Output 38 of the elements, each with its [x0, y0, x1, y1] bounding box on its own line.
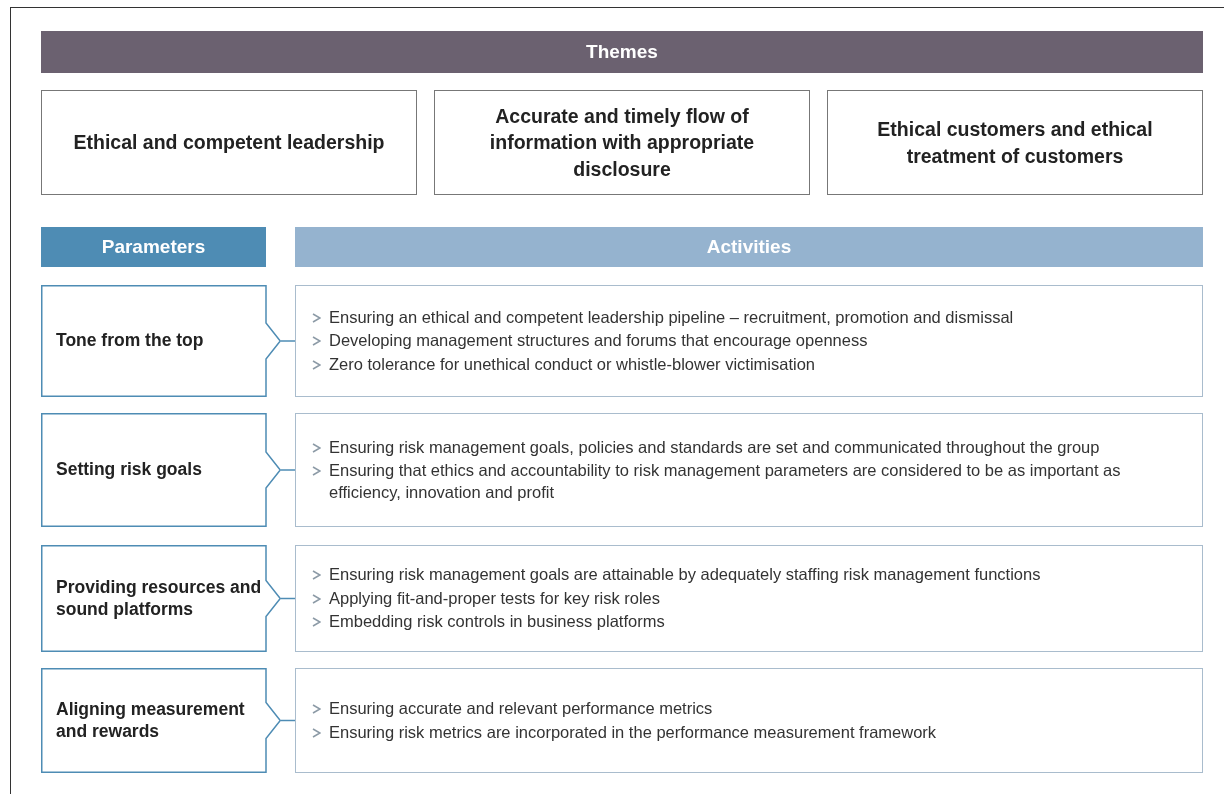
theme-text: Ethical and competent leadership	[73, 130, 385, 156]
header-text: Parameters	[101, 236, 206, 258]
parameter-box	[41, 285, 281, 397]
activity-text: Ensuring an ethical and competent leadership pipeline – recruitment, promotion and dismissal	[329, 306, 1014, 328]
connector-line	[280, 719, 296, 722]
connector-line	[280, 597, 296, 600]
activity-text: Ensuring risk management goals, policies and standards are set and communicated throughout the group	[329, 436, 1100, 458]
parameter-box	[41, 413, 281, 527]
activity-box	[295, 285, 1203, 397]
parameter-box	[41, 545, 281, 652]
parameter-box	[41, 668, 281, 773]
header-text: Activities	[706, 236, 792, 258]
activity-text: Ensuring risk management goals are attainable by adequately staffing risk management functions	[329, 564, 1041, 586]
activity-box	[295, 413, 1203, 527]
theme-box	[434, 90, 810, 195]
activity-box	[295, 545, 1203, 652]
activity-text: Embedding risk controls in business platforms	[329, 611, 665, 633]
parameter-text: Aligning measurement and rewards	[56, 698, 246, 743]
theme-box	[41, 90, 417, 195]
activity-text: Applying fit-and-proper tests for key risk roles	[329, 587, 661, 609]
activity-text: Ensuring accurate and relevant performance metrics	[329, 698, 713, 720]
theme-text: Ethical customers and ethical treatment of customers	[876, 117, 1154, 169]
parameter-text: Providing resources and sound platforms	[56, 576, 263, 621]
header-band	[41, 31, 1203, 73]
theme-text: Accurate and timely flow of information with appropriate disclosure	[488, 104, 756, 182]
header-band	[295, 227, 1203, 267]
theme-box	[827, 90, 1203, 195]
activity-text: Ensuring risk metrics are incorporated in the performance measurement framework	[329, 721, 937, 743]
header-text: Themes	[586, 41, 658, 63]
parameter-text: Tone from the top	[56, 330, 204, 352]
parameter-text: Setting risk goals	[56, 459, 202, 481]
activity-text: Developing management structures and forums that encourage openness	[329, 330, 868, 352]
header-band	[41, 227, 266, 267]
activity-text: Zero tolerance for unethical conduct or whistle-blower victimisation	[329, 353, 816, 375]
activity-box	[295, 668, 1203, 773]
activity-text: Ensuring that ethics and accountability to risk management parameters are considered to be as important as efficiency, innovation and profit	[329, 460, 1122, 503]
connector-line	[280, 340, 296, 342]
connector-line	[280, 469, 296, 471]
